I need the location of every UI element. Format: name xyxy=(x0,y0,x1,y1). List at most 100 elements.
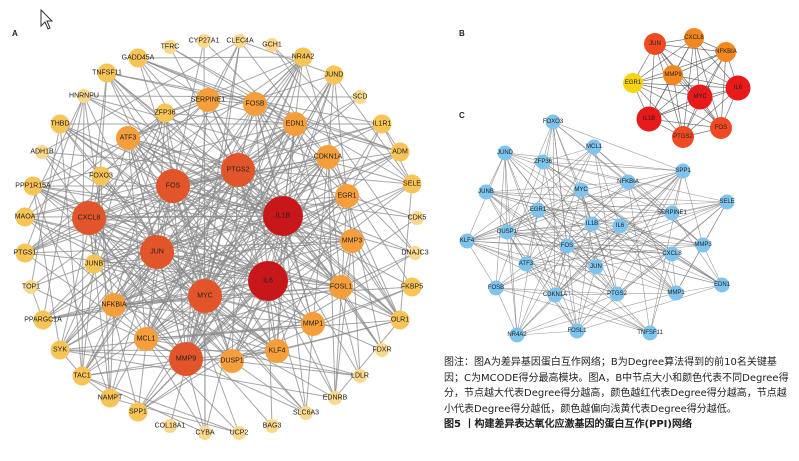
network-edge xyxy=(537,201,728,211)
node-atf3: ATF3 xyxy=(116,126,140,150)
network-edge xyxy=(351,240,361,377)
network-edge xyxy=(466,209,539,242)
node-circle xyxy=(134,327,158,351)
network-edge xyxy=(495,287,518,336)
node-label: IL1R1 xyxy=(373,121,392,128)
node-circle xyxy=(128,48,148,68)
node-ptgs2: PTGS2 xyxy=(221,153,255,187)
node-label: BAG3 xyxy=(263,423,282,430)
network-edge xyxy=(591,223,618,295)
node-label: IL1B xyxy=(586,221,598,227)
node-label: CLEC4A xyxy=(226,38,254,45)
node-circle xyxy=(710,117,732,139)
node-hnrnpu: HNRNPU xyxy=(69,89,99,103)
network-edge xyxy=(525,263,651,334)
node-myc: MYC xyxy=(573,182,589,198)
node-circle xyxy=(293,47,313,67)
network-edge xyxy=(632,37,695,84)
node-label: PPARGC1A xyxy=(24,317,62,324)
network-edge xyxy=(654,43,722,129)
node-circle xyxy=(545,114,561,130)
node-il6: IL6 xyxy=(612,218,628,234)
network-edge xyxy=(627,170,684,183)
node-circle xyxy=(72,201,106,235)
node-label: MMP1 xyxy=(303,321,323,328)
node-foxo3: FOXO3 xyxy=(543,114,564,130)
node-circle xyxy=(353,90,367,104)
node-serpine1: SERPINE1 xyxy=(657,205,687,221)
node-fos: FOS xyxy=(710,117,732,139)
node-label: PTGS2 xyxy=(607,291,627,297)
node-circle xyxy=(530,202,546,218)
network-edge xyxy=(59,323,314,351)
network-edge xyxy=(566,244,704,247)
caption-title: 图5 丨构建差异表达氧化应激基因的蛋白互作(PPI)网络 xyxy=(444,419,692,430)
network-edge xyxy=(254,103,348,197)
network-edge xyxy=(137,57,296,125)
node-label: CXCL8 xyxy=(662,251,682,257)
node-label: EGR1 xyxy=(530,207,547,213)
node-circle xyxy=(116,126,140,150)
network-edge xyxy=(81,358,187,377)
network-edge xyxy=(693,37,722,129)
node-spp1: SPP1 xyxy=(128,402,148,422)
panel-label-a: A xyxy=(12,29,18,38)
node-circle xyxy=(499,224,515,240)
node-label: SELE xyxy=(403,181,421,188)
mouse-cursor-icon xyxy=(40,8,54,30)
panel-label-c: C xyxy=(459,111,465,120)
node-circle xyxy=(15,243,35,263)
network-edge xyxy=(237,169,401,321)
node-serpine1: SERPINE1 xyxy=(191,88,225,112)
node-mmp3: MMP3 xyxy=(340,229,364,253)
node-circle xyxy=(100,388,120,408)
node-klf4: KLF4 xyxy=(265,339,289,363)
node-circle xyxy=(335,184,359,208)
node-cxcl8: CXCL8 xyxy=(72,201,106,235)
network-edge xyxy=(576,284,723,332)
node-gch1: GCH1 xyxy=(262,38,282,52)
node-top1: TOP1 xyxy=(22,280,40,294)
node-tnfsf11: TNFSF11 xyxy=(92,63,122,83)
network-edge xyxy=(327,156,413,288)
network-edge xyxy=(466,240,618,295)
network-edge xyxy=(346,195,383,351)
node-circle xyxy=(316,145,340,169)
node-circle xyxy=(91,166,111,186)
node-nfkbia: NFKBIA xyxy=(617,174,639,190)
network-edge xyxy=(340,286,383,351)
network-edge xyxy=(616,253,673,295)
network-edge xyxy=(542,161,684,172)
network-edge xyxy=(495,181,629,289)
network-edge xyxy=(294,123,401,153)
network-edge xyxy=(682,170,704,246)
node-fos: FOS xyxy=(559,238,575,254)
node-label: TAC1 xyxy=(73,373,90,380)
node-label: UCP2 xyxy=(230,430,249,437)
network-edge xyxy=(59,123,206,297)
node-label: TFRC xyxy=(161,44,180,51)
node-label: PPP1R15A xyxy=(15,183,51,190)
node-adm: ADM xyxy=(390,142,410,162)
node-label: SPP1 xyxy=(129,409,147,416)
network-edge xyxy=(506,146,595,233)
network-edge xyxy=(506,231,673,255)
node-label: FOS xyxy=(166,183,181,190)
node-label: DUSP1 xyxy=(220,358,243,365)
network-edge xyxy=(542,161,629,183)
node-label: MMP9 xyxy=(664,72,682,78)
node-circle xyxy=(50,114,70,134)
node-label: SYK xyxy=(53,347,67,354)
node-circle xyxy=(609,286,625,302)
node-cdkn1a: CDKN1A xyxy=(543,287,567,303)
network-edge xyxy=(554,294,651,334)
network-edge xyxy=(506,231,578,332)
node-circle xyxy=(375,343,389,357)
network-edge xyxy=(504,152,578,332)
node-circle xyxy=(559,238,575,254)
network-edge xyxy=(542,161,618,295)
network-edge xyxy=(495,287,651,334)
node-circle xyxy=(353,369,367,383)
node-ldlr: LDLR xyxy=(351,369,369,383)
